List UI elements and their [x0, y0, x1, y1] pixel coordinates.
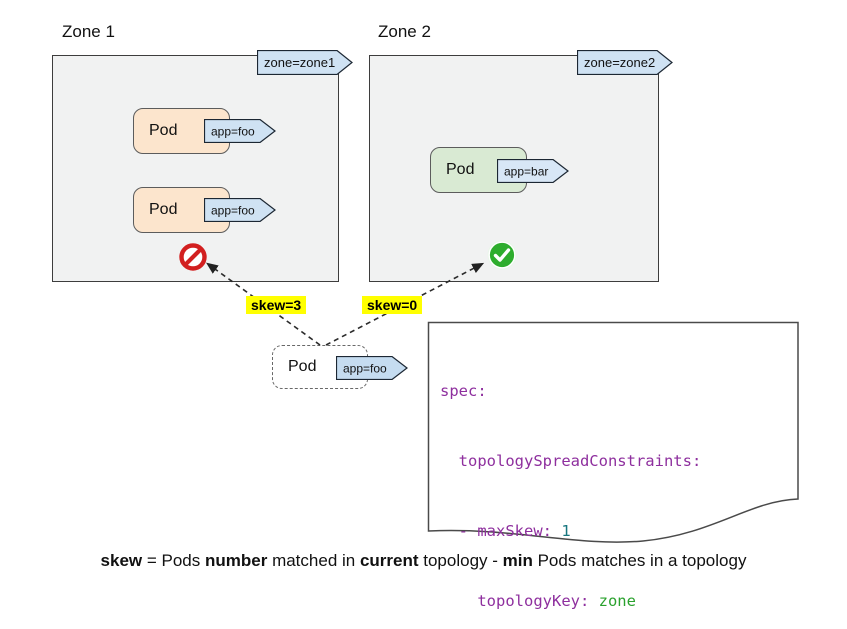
pod-label: Pod: [149, 201, 178, 218]
zone1-title: Zone 1: [62, 22, 115, 41]
spec-sheet-shape: [427, 321, 799, 543]
skew-zone2-label: skew=0: [362, 296, 423, 314]
pod2-tag-label: app=foo: [211, 204, 255, 218]
no-entry-icon: [179, 243, 207, 271]
zone2-title: Zone 2: [378, 22, 431, 41]
zone2-tag-label: zone=zone2: [584, 55, 655, 70]
zone1-pod2-tag: app=foo: [204, 198, 276, 222]
code-line: - maxSkew: 1: [440, 522, 571, 541]
pending-pod-tag-label: app=foo: [343, 362, 387, 376]
skew-zone1-label: skew=3: [246, 296, 307, 314]
skew-formula-caption: skew = Pods number matched in current to…: [100, 551, 747, 570]
zone1-pod1-tag: app=foo: [204, 119, 276, 143]
pod-label: Pod: [149, 122, 178, 139]
code-line: topologySpreadConstraints:: [440, 452, 702, 471]
check-icon: [487, 240, 517, 270]
zone1-label-tag: zone=zone1: [257, 50, 353, 75]
code-line: spec:: [440, 381, 487, 400]
zone2-pod1-tag: app=bar: [497, 159, 569, 183]
pod3-tag-label: app=bar: [504, 165, 548, 179]
pod-label: Pod: [288, 358, 317, 375]
zone2-label-tag: zone=zone2: [577, 50, 673, 75]
pod1-tag-label: app=foo: [211, 125, 255, 139]
pod-label: Pod: [446, 161, 475, 178]
pending-pod-tag: app=foo: [336, 356, 408, 380]
spec-yaml-code: spec: topologySpreadConstraints: - maxSk…: [440, 333, 776, 629]
zone1-pod-1: Pod: [133, 108, 230, 154]
zone1-tag-label: zone=zone1: [264, 55, 335, 70]
code-line: topologyKey: zone: [440, 592, 636, 611]
